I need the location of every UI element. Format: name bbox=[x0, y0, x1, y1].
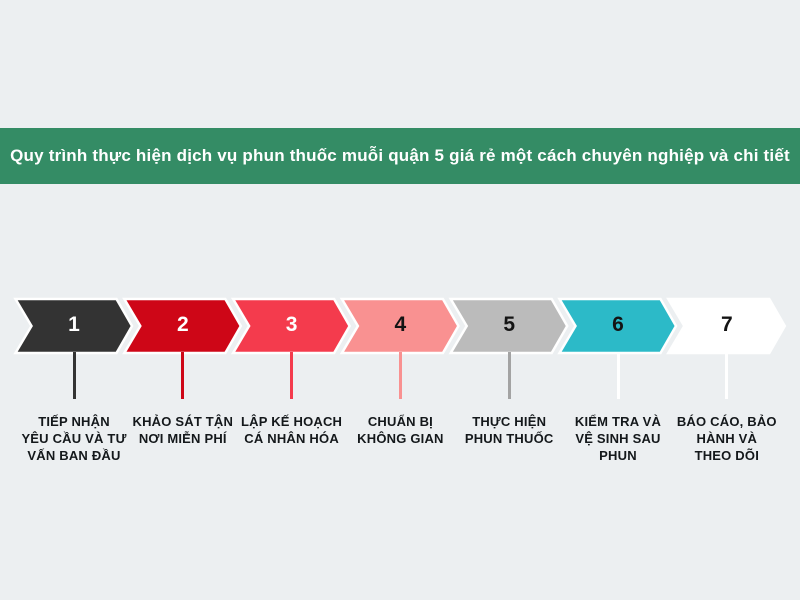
step-arrow-1 bbox=[13, 297, 134, 355]
step-connector-3 bbox=[290, 352, 294, 399]
step-number-3: 3 bbox=[285, 313, 298, 336]
step-arrow-6 bbox=[557, 297, 678, 355]
step-connector-4 bbox=[398, 352, 402, 399]
step-number-6: 6 bbox=[612, 313, 624, 336]
step-arrow-4 bbox=[339, 297, 460, 355]
step-connector-2 bbox=[181, 352, 185, 399]
step-connector-6 bbox=[616, 352, 620, 399]
step-connector-1 bbox=[72, 352, 76, 399]
chevron-arrow-strip bbox=[13, 297, 787, 355]
step-label-4: CHUẨN BỊ KHÔNG GIAN bbox=[357, 414, 444, 446]
step-connector-5 bbox=[507, 352, 511, 399]
step-connector-7 bbox=[725, 352, 729, 399]
step-arrow-5 bbox=[448, 297, 569, 355]
step-number-4: 4 bbox=[394, 313, 407, 336]
step-label-7: BÁO CÁO, BẢO HÀNH VÀ THEO DÕI bbox=[676, 414, 777, 463]
banner-title: Quy trình thực hiện dịch vụ phun thuốc m… bbox=[10, 146, 790, 165]
step-label-2: KHẢO SÁT TẬN NƠI MIỄN PHÍ bbox=[132, 414, 234, 446]
title-banner: Quy trình thực hiện dịch vụ phun thuốc m… bbox=[0, 128, 800, 184]
step-label-1: TIẾP NHẬN YÊU CẦU VÀ TƯ VẤN BAN ĐẦU bbox=[21, 414, 127, 463]
step-arrow-7 bbox=[666, 297, 787, 355]
step-label-6: KIỂM TRA VÀ VỆ SINH SAU PHUN bbox=[574, 414, 662, 463]
step-label-5: THỰC HIỆN PHUN THUỐC bbox=[464, 414, 554, 446]
step-number-2: 2 bbox=[176, 313, 189, 336]
step-label-3: LẬP KẾ HOẠCH CÁ NHÂN HÓA bbox=[241, 414, 343, 446]
step-arrow-2 bbox=[122, 297, 243, 355]
step-arrow-3 bbox=[230, 297, 352, 355]
step-number-7: 7 bbox=[720, 313, 733, 336]
step-number-5: 5 bbox=[503, 313, 516, 336]
step-number-1: 1 bbox=[68, 313, 80, 336]
